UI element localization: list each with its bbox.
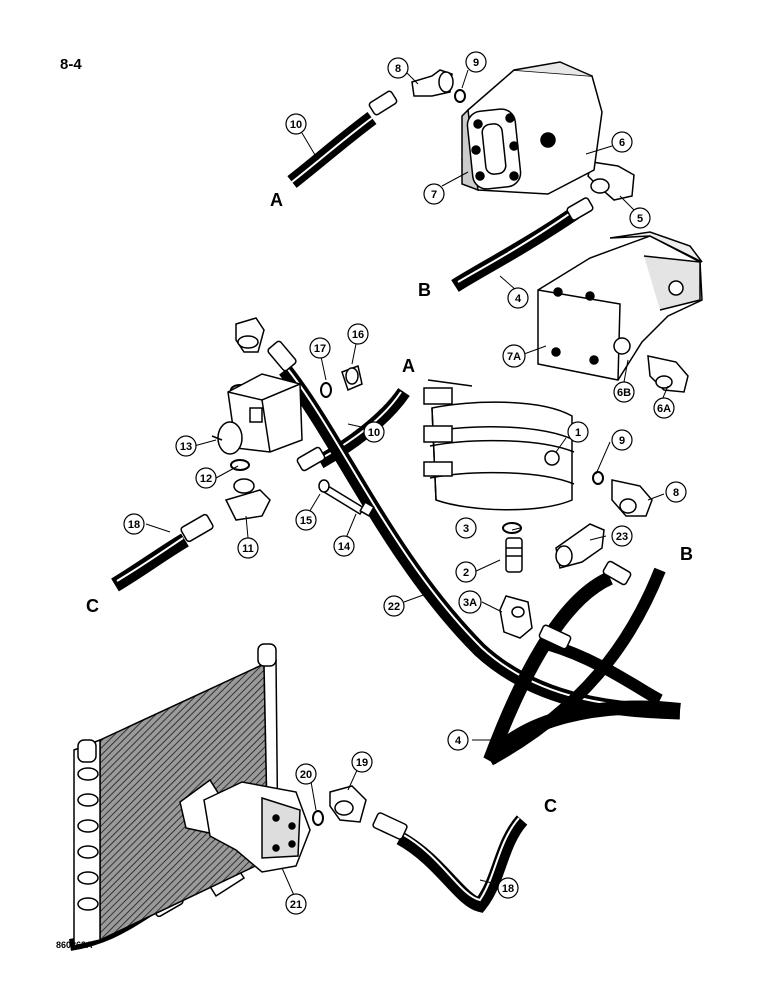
callout-3a: 3A bbox=[458, 590, 482, 614]
callout-3: 3 bbox=[455, 517, 477, 539]
gear-pump-7 bbox=[461, 61, 603, 195]
callout-23-number: 23 bbox=[616, 531, 628, 543]
elbow-fitting-19 bbox=[329, 785, 367, 823]
connection-label-c-left: C bbox=[86, 596, 99, 616]
callout-5-number: 5 bbox=[637, 213, 643, 225]
gear-pump-7a bbox=[537, 231, 703, 381]
callout-5: 5 bbox=[629, 207, 651, 229]
callout-7a-number: 7A bbox=[507, 351, 521, 363]
hose-18-bottom bbox=[396, 815, 528, 913]
callout-9-middle-number: 9 bbox=[619, 435, 625, 447]
connector-2 bbox=[505, 537, 523, 573]
callout-6: 6 bbox=[611, 131, 633, 153]
callout-19: 19 bbox=[351, 751, 373, 773]
connection-label-a-middle: A bbox=[402, 356, 415, 376]
plug-16 bbox=[341, 364, 363, 392]
callout-4-upper-number: 4 bbox=[515, 293, 522, 305]
callout-22: 22 bbox=[383, 595, 405, 617]
callout-20-number: 20 bbox=[300, 769, 312, 781]
callout-8-top-number: 8 bbox=[395, 63, 401, 75]
valve-block bbox=[211, 373, 303, 455]
callout-7a: 7A bbox=[502, 344, 526, 368]
callout-18-bottom: 18 bbox=[497, 877, 519, 899]
callout-21: 21 bbox=[285, 893, 307, 915]
callout-17-number: 17 bbox=[314, 343, 326, 355]
callout-3-number: 3 bbox=[463, 523, 469, 535]
callout-18-left: 18 bbox=[123, 513, 145, 535]
callout-15: 15 bbox=[295, 509, 317, 531]
tee-fitting-11 bbox=[224, 478, 271, 521]
callout-8-middle: 8 bbox=[665, 481, 687, 503]
callout-2: 2 bbox=[455, 561, 477, 583]
callout-10-middle: 10 bbox=[363, 421, 385, 443]
callout-18-bottom-number: 18 bbox=[502, 883, 514, 895]
connection-labels: A B A C B C bbox=[86, 190, 693, 816]
connection-label-b-lower: B bbox=[680, 544, 693, 564]
adapter-3a bbox=[499, 595, 533, 639]
callout-22-number: 22 bbox=[388, 601, 400, 613]
callout-8-middle-number: 8 bbox=[673, 487, 679, 499]
elbow-fitting-8-mid bbox=[611, 479, 653, 517]
callout-16: 16 bbox=[347, 323, 369, 345]
connection-label-a-top: A bbox=[270, 190, 283, 210]
callout-21-number: 21 bbox=[290, 899, 302, 911]
callout-14-number: 14 bbox=[338, 541, 351, 553]
callout-6a: 6A bbox=[653, 397, 675, 419]
elbow-fitting-6a bbox=[647, 355, 689, 393]
callout-10-middle-number: 10 bbox=[368, 427, 380, 439]
hose-10-upper bbox=[287, 111, 377, 188]
callout-9-top: 9 bbox=[465, 51, 487, 73]
callout-6a-number: 6A bbox=[657, 403, 671, 415]
hose-4-loop bbox=[483, 567, 681, 766]
callout-7-number: 7 bbox=[431, 189, 437, 201]
elbow-fitting-5 bbox=[587, 161, 635, 201]
callout-4-lower: 4 bbox=[447, 729, 469, 751]
callout-23: 23 bbox=[611, 525, 633, 547]
callout-16-number: 16 bbox=[352, 329, 364, 341]
hose-4-upper bbox=[451, 207, 579, 292]
tank-clamp-1 bbox=[423, 379, 575, 511]
callout-13-number: 13 bbox=[180, 441, 192, 453]
callout-10-top: 10 bbox=[285, 113, 307, 135]
callout-15-number: 15 bbox=[300, 515, 312, 527]
callout-19-number: 19 bbox=[356, 757, 368, 769]
callout-1: 1 bbox=[567, 421, 589, 443]
elbow-fitting-top-valve bbox=[235, 317, 265, 353]
callout-10-top-number: 10 bbox=[290, 119, 302, 131]
callout-3a-number: 3A bbox=[463, 597, 477, 609]
connection-label-b-upper: B bbox=[418, 280, 431, 300]
callout-12-number: 12 bbox=[200, 473, 212, 485]
callout-17: 17 bbox=[309, 337, 331, 359]
callout-6b-number: 6B bbox=[617, 387, 631, 399]
hose-18-left bbox=[111, 533, 189, 592]
callout-7: 7 bbox=[423, 183, 445, 205]
callout-9-middle: 9 bbox=[611, 429, 633, 451]
callout-11-number: 11 bbox=[242, 543, 254, 555]
drawing-id: 860862A bbox=[56, 940, 93, 950]
callouts: 8 9 10 6 7 5 4 7A 6B 6A 17 16 10 1 13 9 … bbox=[123, 51, 687, 915]
callout-14: 14 bbox=[333, 535, 355, 557]
elbow-fitting-8-top bbox=[411, 69, 454, 97]
callout-8-top: 8 bbox=[387, 57, 409, 79]
callout-6b: 6B bbox=[613, 381, 635, 403]
callout-11: 11 bbox=[237, 537, 259, 559]
callout-13: 13 bbox=[175, 435, 197, 457]
callout-2-number: 2 bbox=[463, 567, 469, 579]
page-number: 8-4 bbox=[60, 56, 82, 73]
callout-12: 12 bbox=[195, 467, 217, 489]
callout-4-upper: 4 bbox=[507, 287, 529, 309]
tee-fitting-23 bbox=[555, 523, 605, 569]
callout-20: 20 bbox=[295, 763, 317, 785]
connection-label-c-bottom: C bbox=[544, 796, 557, 816]
callout-1-number: 1 bbox=[575, 427, 581, 439]
callout-9-top-number: 9 bbox=[473, 57, 479, 69]
hydraulic-motor-21 bbox=[203, 781, 311, 873]
callout-4-lower-number: 4 bbox=[455, 735, 462, 747]
callout-18-left-number: 18 bbox=[128, 519, 140, 531]
bolt-14 bbox=[318, 479, 375, 517]
callout-6-number: 6 bbox=[619, 137, 625, 149]
